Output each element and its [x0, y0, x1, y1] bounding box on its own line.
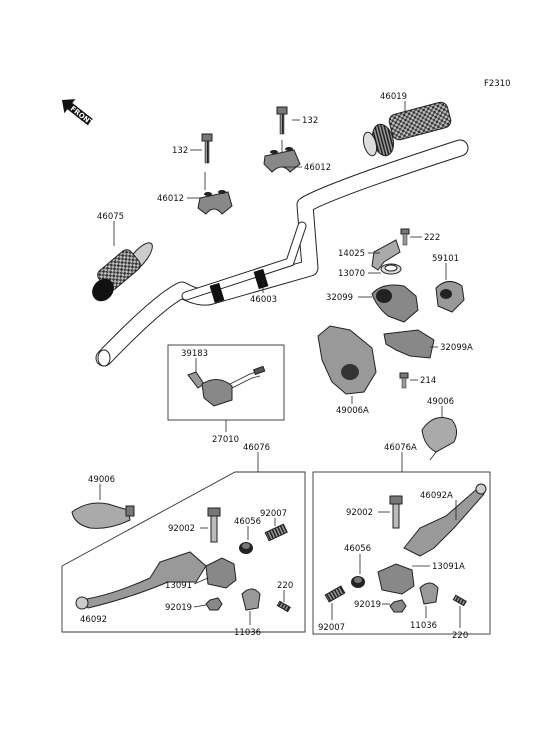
label-46056-right: 46056: [344, 544, 371, 554]
label-46019: 46019: [380, 92, 407, 102]
brake-lever-box: [312, 471, 491, 635]
label-11036-left: 11036: [234, 628, 261, 638]
label-11036-right: 11036: [410, 621, 437, 631]
housing-32099A: [383, 329, 435, 359]
label-49006-right: 49006: [427, 397, 454, 407]
bolt-92002-right: [389, 495, 403, 529]
figure-code: F2310: [484, 79, 511, 89]
label-32099: 32099: [326, 293, 353, 303]
clamp-46012-right: [263, 147, 301, 173]
screw-222: [400, 228, 410, 246]
lever-46092: [75, 551, 207, 610]
collar-46056-right: [351, 576, 365, 588]
label-46003: 46003: [250, 295, 277, 305]
collar-46056-left: [239, 542, 253, 554]
label-92007-right: 92007: [318, 623, 345, 633]
label-32099A: 32099A: [440, 343, 473, 353]
label-220-right: 220: [452, 631, 468, 641]
label-46012-right: 46012: [304, 163, 331, 173]
front-arrow-icon: FRONT: [62, 99, 95, 128]
label-46075: 46075: [97, 212, 124, 222]
clutch-lever-box: [61, 471, 306, 633]
label-46012-left: 46012: [157, 194, 184, 204]
lever-46092A: [403, 483, 487, 557]
label-214: 214: [420, 376, 436, 386]
adjuster-92007-left: [264, 523, 288, 542]
label-222: 222: [424, 233, 440, 243]
label-92007-left: 92007: [260, 509, 287, 519]
label-13091: 13091: [165, 581, 192, 591]
label-46076: 46076: [243, 443, 270, 453]
adjuster-92007-right: [324, 585, 346, 603]
label-92002-right: 92002: [346, 508, 373, 518]
label-59101: 59101: [432, 254, 459, 264]
label-220-left: 220: [277, 581, 293, 591]
clamp-11036-right: [419, 582, 439, 605]
cover-49006-right: [421, 417, 458, 461]
clamp-11036-left: [241, 588, 261, 611]
bolt-132-right: [276, 106, 288, 135]
label-46056-left: 46056: [234, 517, 261, 527]
label-92019-right: 92019: [354, 600, 381, 610]
label-39183: 39183: [181, 349, 208, 359]
bolt-132-left: [201, 133, 213, 164]
label-14025: 14025: [338, 249, 365, 259]
housing-32099: [371, 284, 419, 323]
holder-13091: [205, 557, 237, 589]
label-27010: 27010: [212, 435, 239, 445]
ring-13070: [380, 263, 402, 275]
screw-214: [399, 372, 409, 389]
label-49006-left: 49006: [88, 475, 115, 485]
holder-13091A: [377, 563, 415, 595]
throttle-grip: [362, 101, 452, 157]
bolt-92002-left: [207, 507, 221, 543]
handlebar: [95, 139, 469, 367]
leader-lines: [99, 101, 461, 628]
label-46092: 46092: [80, 615, 107, 625]
nut-92019-right: [389, 599, 407, 613]
clamp-59101: [435, 281, 465, 313]
label-132-left: 132: [172, 146, 188, 156]
label-92002-left: 92002: [168, 524, 195, 534]
screw-220-right: [452, 594, 467, 607]
nut-92019-left: [205, 597, 223, 611]
clamp-46012-left: [197, 190, 233, 215]
kill-switch-27010: [187, 365, 266, 407]
label-49006A: 49006A: [336, 406, 369, 416]
cover-49006-left: [71, 502, 135, 529]
label-46092A: 46092A: [420, 491, 453, 501]
label-13091A: 13091A: [432, 562, 465, 572]
left-grip: [92, 242, 153, 302]
label-46076A: 46076A: [384, 443, 417, 453]
cable-bracket-14025: [371, 239, 401, 271]
label-92019-left: 92019: [165, 603, 192, 613]
front-label: FRONT: [69, 105, 95, 128]
label-13070: 13070: [338, 269, 365, 279]
screw-220-left: [276, 600, 291, 613]
part-labels: 46019 132 132 46012 46012 46075 46003 22…: [80, 92, 473, 641]
throttle-case-49006A: [317, 325, 377, 395]
label-132-right: 132: [302, 116, 318, 126]
